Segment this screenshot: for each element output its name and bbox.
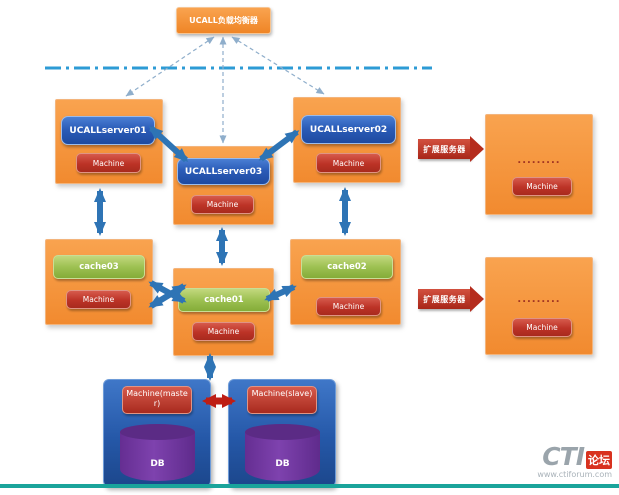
watermark: CTI 论坛 www.ctiforum.com — [505, 442, 612, 479]
machine-box: Machine(master) — [122, 386, 192, 414]
cylinder-top-icon — [120, 424, 195, 440]
expand-label-text: 扩展服务器 — [423, 294, 466, 304]
machine-label: Machine — [332, 158, 365, 168]
server-label: UCALLserver02 — [309, 124, 388, 135]
machine-box: Machine — [191, 195, 254, 214]
machine-box: Machine — [66, 290, 131, 309]
machine-label: Machine — [82, 295, 115, 304]
machine-box: Machine — [512, 318, 572, 337]
ellipsis-placeholder: ......... — [517, 294, 561, 305]
db-label: DB — [275, 459, 290, 469]
machine-box: Machine — [316, 153, 381, 173]
expansion-box-bottom: ......... Machine — [485, 257, 593, 355]
footer-divider-line — [0, 484, 619, 488]
expand-label-text: 扩展服务器 — [423, 144, 466, 154]
machine-box: Machine — [76, 153, 141, 173]
server-group-1: UCALLserver01 Machine — [55, 99, 163, 184]
expand-arrow-label: 扩展服务器 — [418, 139, 471, 159]
server-group-2: UCALLserver02 Machine — [293, 97, 401, 183]
db-node-master: Machine(master) DB — [103, 379, 211, 487]
cylinder-body — [120, 432, 195, 481]
load-balancer-label: UCALL负载均衡器 — [189, 16, 258, 25]
machine-label: Machine — [92, 158, 125, 168]
brand-url: www.ctiforum.com — [537, 469, 612, 479]
arrow-head-icon — [470, 136, 484, 162]
expansion-box-top: ......... Machine — [485, 114, 593, 215]
db-node-slave: Machine(slave) DB — [228, 379, 336, 487]
cache-group-1: cache01 Machine — [173, 268, 274, 356]
server-box-ucallserver02: UCALLserver02 — [301, 115, 396, 144]
machine-box: Machine — [512, 177, 572, 196]
cache-group-2: cache02 Machine — [290, 239, 401, 325]
server-label: UCALLserver01 — [69, 125, 147, 136]
load-balancer-box: UCALL负载均衡器 — [176, 7, 271, 34]
machine-label: Machine — [207, 327, 240, 336]
database-cylinder: DB — [120, 424, 195, 481]
machine-box: Machine(slave) — [247, 386, 317, 414]
cache-label: cache03 — [79, 262, 119, 272]
db-label: DB — [150, 459, 165, 469]
ellipsis-placeholder: ......... — [517, 155, 561, 166]
cache-label: cache01 — [204, 295, 244, 305]
expand-arrow-bottom: 扩展服务器 — [418, 286, 484, 312]
server-box-ucallserver01: UCALLserver01 — [61, 116, 155, 145]
machine-label: Machine — [526, 323, 558, 332]
machine-box: Machine — [192, 322, 255, 341]
brand-text: CTI — [542, 442, 585, 471]
brand-suffix-badge: 论坛 — [586, 450, 612, 469]
cylinder-body — [245, 432, 320, 481]
machine-label: Machine — [526, 182, 558, 191]
server-box-ucallserver03: UCALLserver03 — [177, 158, 270, 185]
cache-box-cache02: cache02 — [301, 255, 393, 279]
machine-box: Machine — [316, 297, 381, 316]
database-cylinder: DB — [245, 424, 320, 481]
expand-arrow-label: 扩展服务器 — [418, 289, 471, 309]
lb-link-server1 — [125, 36, 215, 97]
machine-label: Machine — [332, 302, 365, 311]
cache-group-3: cache03 Machine — [45, 239, 153, 325]
server-group-3: UCALLserver03 Machine — [173, 146, 274, 225]
arrow-head-icon — [470, 286, 484, 312]
cache-label: cache02 — [327, 262, 367, 272]
cylinder-top-icon — [245, 424, 320, 440]
lb-link-server2 — [231, 36, 325, 95]
expand-arrow-top: 扩展服务器 — [418, 136, 484, 162]
server-label: UCALLserver03 — [184, 166, 263, 177]
cache-box-cache03: cache03 — [53, 255, 145, 279]
cache-box-cache01: cache01 — [178, 288, 270, 312]
machine-label: Machine — [206, 200, 239, 209]
